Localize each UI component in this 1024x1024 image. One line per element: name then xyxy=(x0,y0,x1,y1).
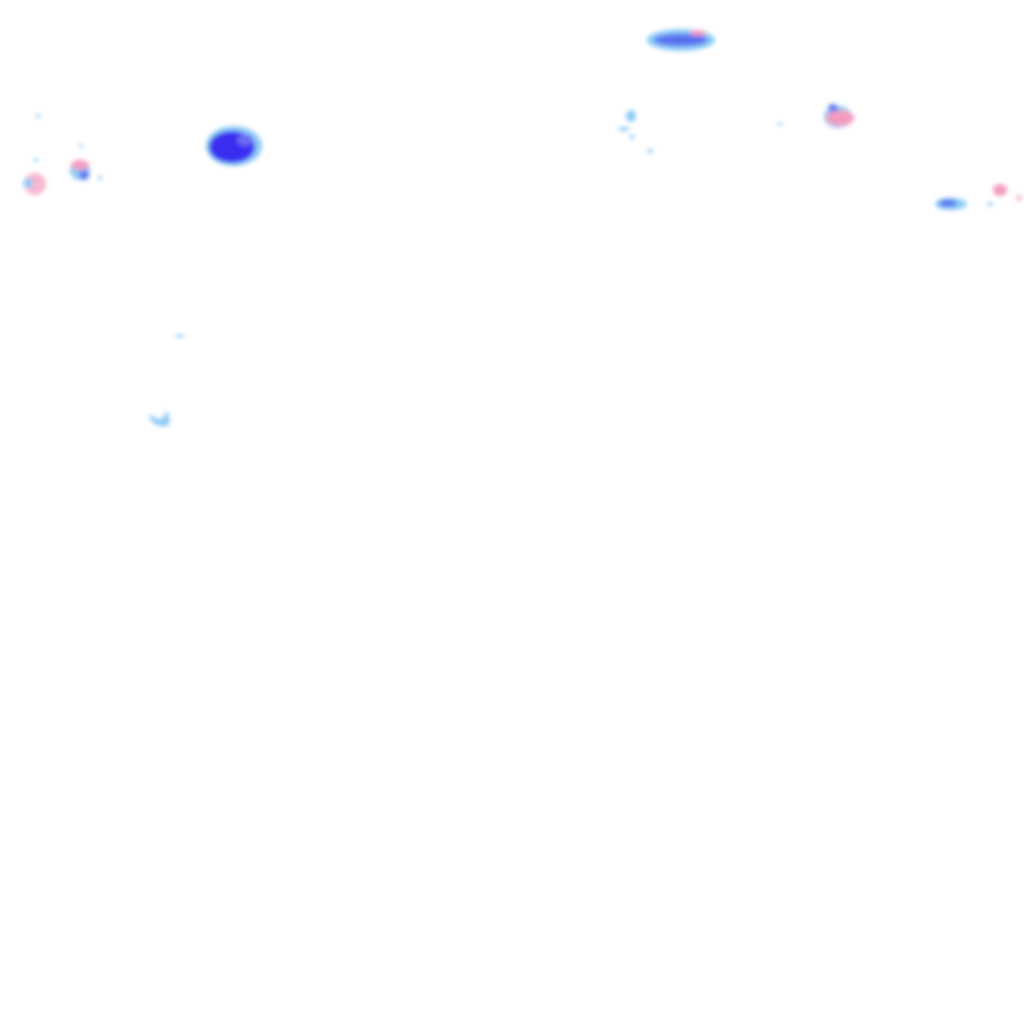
precip-cell-mixed xyxy=(23,173,46,195)
precip-cell-light xyxy=(148,410,170,427)
precip-cell-light xyxy=(34,110,993,338)
precip-cell-heavy xyxy=(206,126,262,166)
precip-cell-band xyxy=(647,29,715,51)
precip-cell-mixed xyxy=(824,104,854,128)
precip-cell-moderate xyxy=(935,198,967,210)
precip-cell-mixed xyxy=(993,184,1022,201)
precip-cell-mixed xyxy=(70,160,90,180)
